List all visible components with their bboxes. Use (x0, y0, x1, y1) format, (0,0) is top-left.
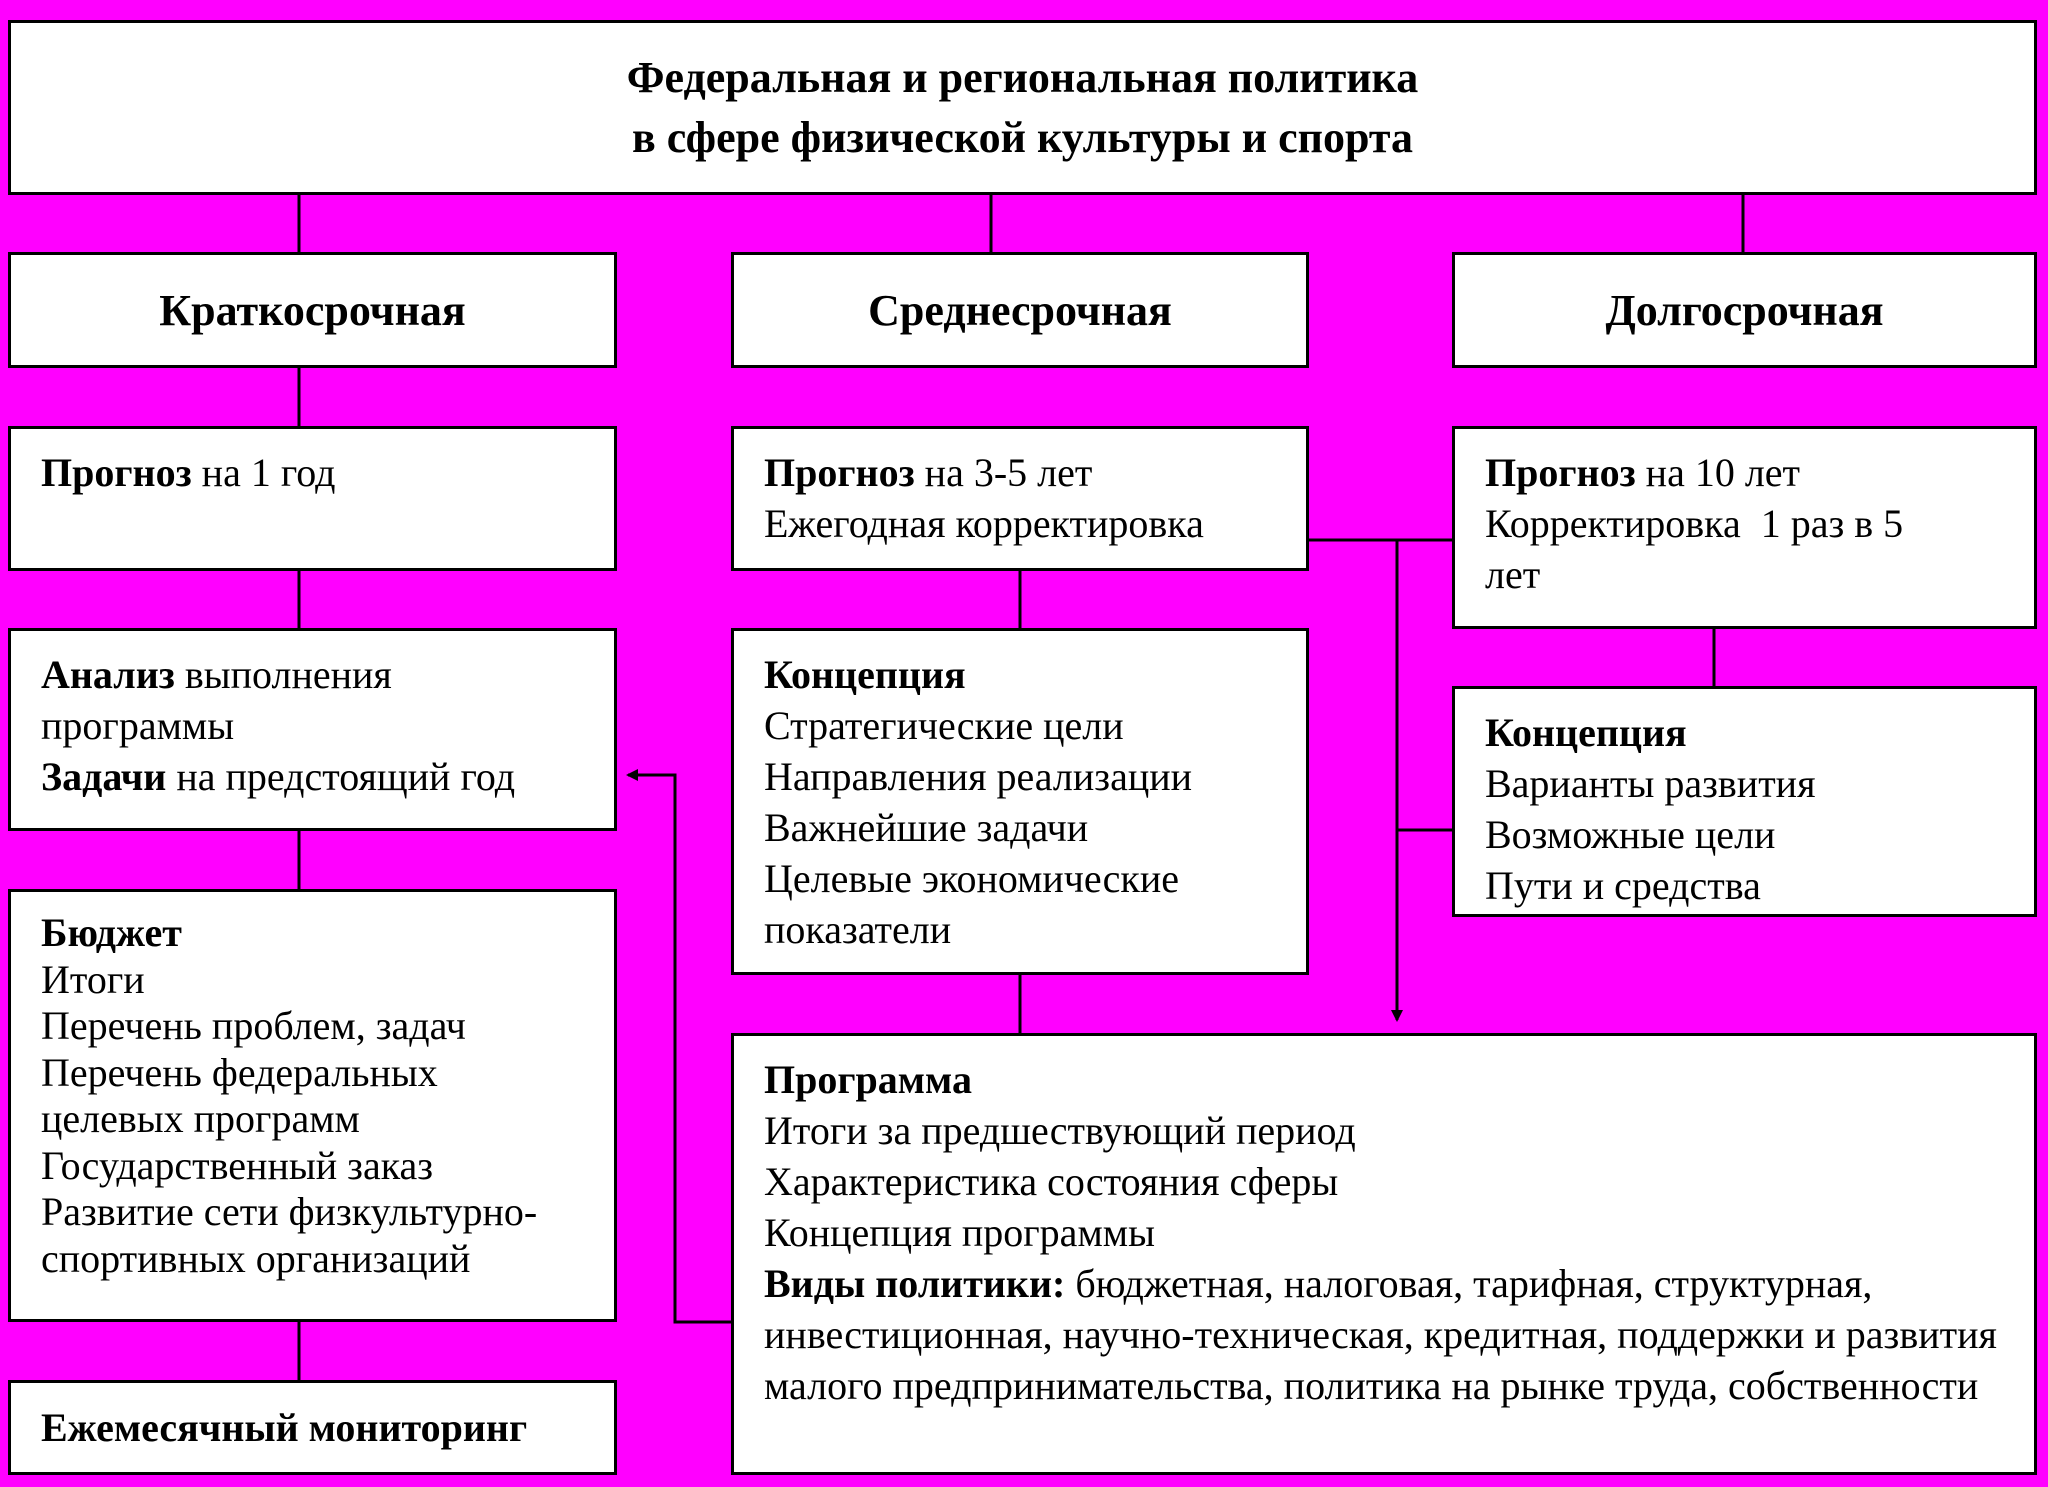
medium-concept-item: Целевые экономические (764, 856, 1180, 901)
column-head-medium: Среднесрочная (731, 252, 1309, 368)
short-monitoring-box: Ежемесячный мониторинг (8, 1380, 617, 1475)
short-forecast-box: Прогноз на 1 год (8, 426, 617, 571)
budget-item: Развитие сети физкультурно- (41, 1189, 538, 1234)
medium-concept-item: показатели (764, 907, 952, 952)
arrow-program-to-analysis (626, 769, 733, 1324)
long-concept-heading-text: Концепция (1485, 710, 1687, 755)
policy-types-bold: Виды политики: (764, 1261, 1066, 1306)
medium-concept-heading: Концепция (764, 649, 1278, 700)
analysis-bold: Анализ (41, 652, 175, 697)
long-forecast-line1: Прогноз на 10 лет (1485, 447, 2006, 498)
main-title-line1: Федеральная и региональная политика (626, 52, 1419, 102)
medium-forecast-bold: Прогноз (764, 450, 915, 495)
short-forecast-line: Прогноз на 1 год (41, 447, 586, 498)
tasks-rest: на предстоящий год (166, 754, 516, 799)
column-head-long-label: Долгосрочная (1605, 285, 1884, 335)
program-item: Итоги за предшествующий период (764, 1108, 1356, 1153)
main-title-line2: в сфере физической культуры и спорта (631, 112, 1414, 162)
budget-item: спортивных организаций (41, 1235, 471, 1281)
program-heading-text: Программа (764, 1057, 972, 1102)
analysis-line3: Задачи на предстоящий год (41, 751, 586, 802)
program-heading: Программа (764, 1054, 2014, 1105)
medium-concept-item: Важнейшие задачи (764, 805, 1089, 850)
program-item: Характеристика состояния сферы (764, 1159, 1339, 1204)
medium-concept-item: Направления реализации (764, 754, 1193, 799)
long-concept-box: Концепция Варианты развития Возможные це… (1452, 686, 2037, 917)
medium-forecast-rest: на 3-5 лет (914, 450, 1093, 495)
long-concept-item: Возможные цели (1485, 812, 1776, 857)
tasks-bold: Задачи (41, 754, 167, 799)
medium-concept-box: Концепция Стратегические цели Направлени… (731, 628, 1309, 975)
analysis-line2: программы (41, 703, 235, 748)
budget-heading: Бюджет (41, 910, 586, 957)
long-forecast-rest: на 10 лет (1635, 450, 1801, 495)
program-box: Программа Итоги за предшествующий период… (731, 1033, 2037, 1475)
medium-concept-heading-text: Концепция (764, 652, 966, 697)
budget-item: Перечень проблем, задач (41, 1003, 466, 1048)
long-concept-item: Пути и средства (1485, 863, 1761, 908)
budget-item: Государственный заказ (41, 1142, 434, 1188)
column-head-long: Долгосрочная (1452, 252, 2037, 368)
main-title-box: Федеральная и региональная политика в сф… (8, 20, 2037, 195)
long-forecast-bold: Прогноз (1485, 450, 1636, 495)
policy-types-list: бюджетная, налоговая, тарифная, структур… (764, 1261, 1997, 1408)
analysis-line1: Анализ выполнения (41, 649, 586, 700)
long-forecast-box: Прогноз на 10 лет Корректировка 1 раз в … (1452, 426, 2037, 629)
column-head-medium-label: Среднесрочная (868, 285, 1172, 335)
medium-forecast-line1: Прогноз на 3-5 лет (764, 447, 1278, 498)
budget-item: целевых программ (41, 1096, 360, 1141)
program-item: Концепция программы (764, 1210, 1155, 1255)
medium-concept-item: Стратегические цели (764, 703, 1124, 748)
monitoring-label: Ежемесячный мониторинг (41, 1405, 528, 1450)
long-concept-heading: Концепция (1485, 707, 2006, 758)
budget-item: Итоги (41, 956, 145, 1002)
long-forecast-line2: Корректировка 1 раз в 5 (1485, 501, 1904, 546)
column-head-short: Краткосрочная (8, 252, 617, 368)
short-analysis-box: Анализ выполнения программы Задачи на пр… (8, 628, 617, 831)
short-forecast-bold: Прогноз (41, 450, 192, 495)
column-head-short-label: Краткосрочная (159, 285, 466, 335)
medium-forecast-line2: Ежегодная корректировка (764, 501, 1204, 546)
short-budget-box: Бюджет Итоги Перечень проблем, задач Пер… (8, 889, 617, 1322)
medium-forecast-box: Прогноз на 3-5 лет Ежегодная корректиров… (731, 426, 1309, 571)
budget-heading-text: Бюджет (41, 910, 182, 955)
short-forecast-rest: на 1 год (191, 450, 336, 495)
budget-item: Перечень федеральных (41, 1049, 438, 1095)
long-concept-item: Варианты развития (1485, 761, 1816, 806)
program-policy-types: Виды политики: бюджетная, налоговая, тар… (764, 1258, 2014, 1411)
long-forecast-line3: лет (1485, 552, 1541, 597)
analysis-rest: выполнения (174, 652, 392, 697)
